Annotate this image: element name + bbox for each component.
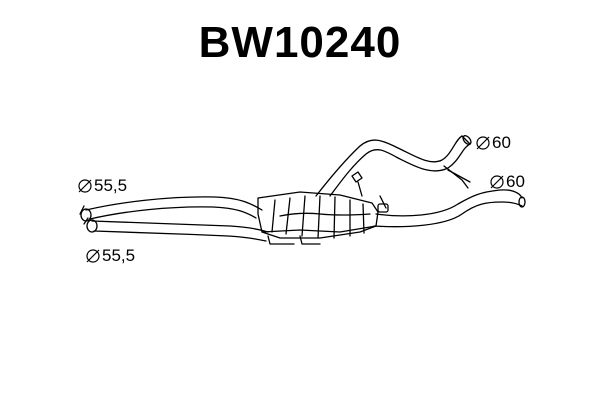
diameter-icon (490, 175, 504, 189)
front-pipe-diameter-label-lower: 55,5 (86, 246, 135, 266)
front-pipe-end-lower (86, 219, 98, 233)
diameter-icon (476, 136, 490, 150)
diameter-value: 60 (492, 133, 511, 152)
diameter-icon (86, 249, 100, 263)
hanger-brackets (351, 165, 471, 209)
rear-pipe-upper (315, 135, 472, 197)
rear-pipe-diameter-label-upper: 60 (476, 133, 511, 153)
diameter-icon (78, 179, 92, 193)
diameter-value: 60 (506, 172, 525, 191)
rear-pipe-lower (373, 189, 526, 228)
part-number-title: BW10240 (198, 18, 402, 67)
front-pipe-end-upper (80, 208, 92, 222)
diameter-value: 55,5 (94, 176, 128, 195)
front-pipe-lower (91, 220, 269, 242)
diameter-value: 55,5 (102, 246, 136, 265)
front-pipe-diameter-label-upper: 55,5 (78, 176, 127, 196)
rear-pipe-diameter-label-lower: 60 (490, 172, 525, 192)
center-muffler (257, 191, 389, 245)
front-pipe-upper (85, 196, 263, 220)
